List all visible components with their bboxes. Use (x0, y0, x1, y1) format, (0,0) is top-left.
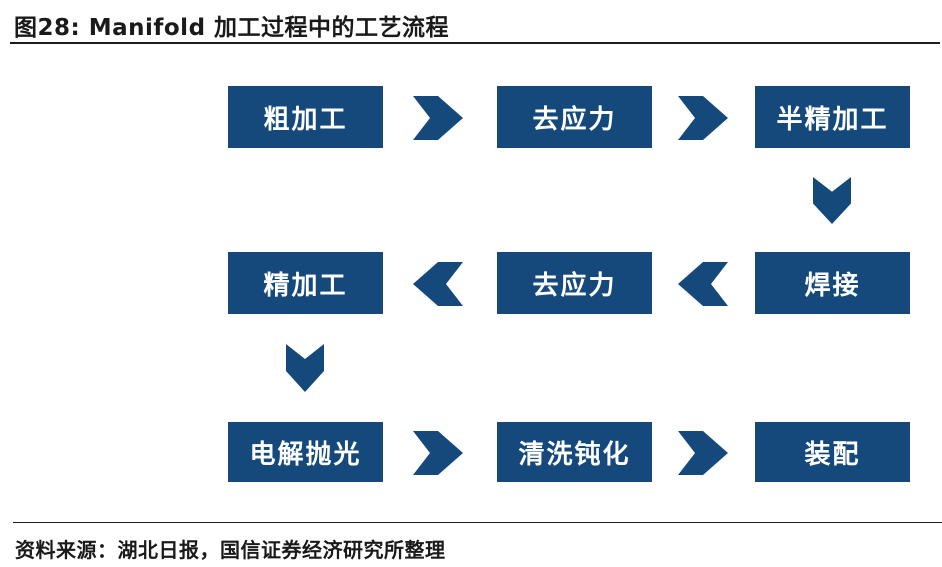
chevron-right-icon (678, 96, 728, 140)
source-divider (13, 522, 942, 523)
chevron-right-icon (413, 96, 463, 140)
flow-node-semi-finish-machining: 半精加工 (755, 86, 910, 148)
chevron-down-icon (286, 344, 324, 392)
flow-node-electrolytic-polishing: 电解抛光 (228, 422, 383, 482)
flow-node-assembly: 装配 (755, 422, 910, 482)
chevron-left-icon (413, 262, 463, 306)
figure-title: 图28: Manifold 加工过程中的工艺流程 (14, 15, 450, 41)
flow-node-stress-relief-1: 去应力 (497, 86, 652, 148)
chevron-right-icon (413, 431, 463, 475)
chevron-down-icon (813, 177, 851, 224)
flow-node-finish-machining: 精加工 (228, 252, 383, 314)
flow-node-cleaning-passivation: 清洗钝化 (497, 422, 652, 482)
flow-node-stress-relief-2: 去应力 (497, 252, 652, 314)
chevron-right-icon (678, 431, 728, 475)
flowchart-canvas: 粗加工 去应力 半精加工 精加工 去应力 焊接 电解抛光 (0, 44, 942, 520)
source-note: 资料来源：湖北日报，国信证券经济研究所整理 (15, 538, 446, 562)
flow-node-welding: 焊接 (755, 252, 910, 314)
chevron-left-icon (678, 262, 728, 306)
title-divider (10, 42, 940, 44)
flow-node-rough-machining: 粗加工 (228, 86, 383, 148)
